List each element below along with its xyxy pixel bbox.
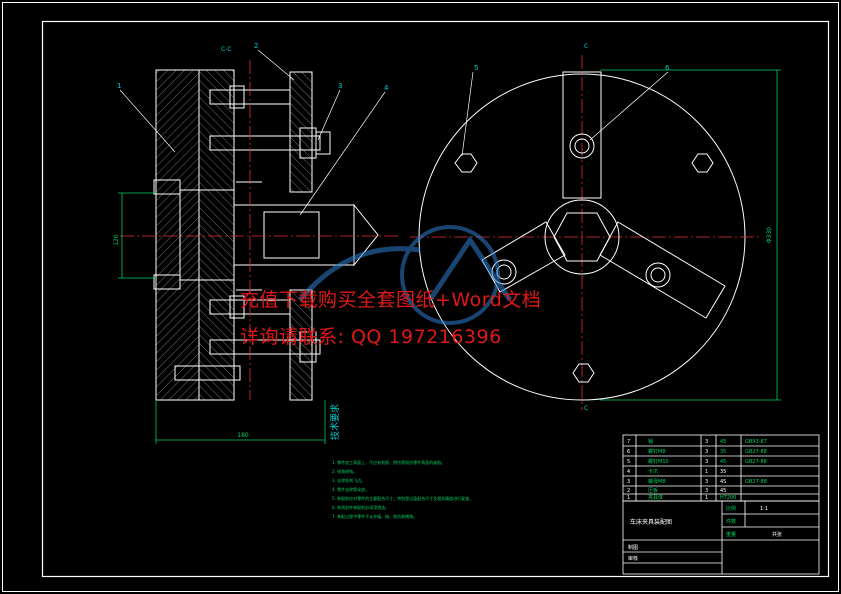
callout-2: 2 <box>254 42 258 50</box>
bom-no: 2 <box>627 488 630 494</box>
tech-item: 5. 装配前应对零件的主要配合尺寸，特别是过盈配合尺寸及相关精度进行复查。 <box>332 495 473 501</box>
sheet-label: 共张 <box>772 531 782 538</box>
qty-label: 件数 <box>726 518 736 525</box>
bom-name: 卡爪 <box>648 468 658 475</box>
bom-material: 45 <box>720 479 726 485</box>
bom-no: 4 <box>627 469 630 475</box>
bom-qty: 3 <box>705 439 708 445</box>
callout-6: 6 <box>665 64 670 72</box>
bom-no: 3 <box>627 479 630 485</box>
bom-name: 螺母M8 <box>648 478 666 485</box>
inner-frame <box>41 20 830 578</box>
scale-label: 比例 <box>726 505 736 512</box>
dim-height: 120 <box>113 234 120 246</box>
material-label: 重量 <box>726 531 736 538</box>
designer-label: 制图 <box>628 544 638 551</box>
cut-mark-bottom: C <box>584 405 588 412</box>
tech-item: 7. 装配过程中零件不允许磕、碰、划伤和锈蚀。 <box>332 513 417 519</box>
bom-no: 6 <box>627 449 630 455</box>
bom-no: 1 <box>627 495 630 501</box>
dim-diameter: Φ330 <box>766 227 773 243</box>
bom-material: 45 <box>720 488 726 494</box>
dim-width: 180 <box>237 432 249 439</box>
clamp-plate-bottom <box>289 289 313 401</box>
tech-title: 技术要求 <box>329 404 341 440</box>
callout-4: 4 <box>384 84 389 92</box>
bom-no: 5 <box>627 459 630 465</box>
logo-watermark <box>298 225 513 325</box>
bom-rows: 7 销 3 45 GB93-87 6 螺钉M8 3 35 GB27-88 5 螺… <box>627 438 767 501</box>
bom-material: 45 <box>720 459 726 465</box>
tech-item: 6. 各密封件装配前必须浸透油。 <box>332 504 389 510</box>
watermark-line1: 充值下载购买全套图纸+Word文档 <box>240 289 542 311</box>
bom-std: GB27-88 <box>745 449 767 455</box>
bom-name: 销 <box>648 438 653 445</box>
callout-1: 1 <box>117 82 121 90</box>
bom-material: 45 <box>720 439 726 445</box>
tech-item: 1. 零件加工表面上，不应有划痕、擦伤等损伤零件表面的缺陷。 <box>332 459 445 465</box>
checker-label: 审核 <box>628 555 638 562</box>
bom-table <box>622 434 820 575</box>
bom-std: GB93-87 <box>745 439 767 445</box>
callout-5: 5 <box>474 64 478 72</box>
tech-item: 4. 零件去除氧化皮。 <box>332 486 369 492</box>
clamp-body <box>198 69 235 401</box>
bom-no: 7 <box>627 439 630 445</box>
bom-name: 夹具体 <box>648 494 663 501</box>
tech-item: 2. 锐角倒钝。 <box>332 468 357 474</box>
bom-std: GB27-88 <box>745 459 767 465</box>
bom-name: 压板 <box>648 487 658 494</box>
bom-qty: 3 <box>705 449 708 455</box>
bom-std: GB27-88 <box>745 479 767 485</box>
title-block: 车床夹具装配图 比例 1:1 件数 重量 共张 制图 审核 <box>628 505 782 562</box>
tech-requirements: 技术要求 1. 零件加工表面上，不应有划痕、擦伤等损伤零件表面的缺陷。 2. 锐… <box>329 404 473 519</box>
watermark-line2: 详询请联系: QQ 197216396 <box>240 326 502 348</box>
section-view: 120 180 C-C 1 2 3 4 <box>113 42 400 444</box>
bom-qty: 3 <box>705 459 708 465</box>
bom-material: HT200 <box>720 495 736 501</box>
section-mark: C-C <box>221 46 232 53</box>
bom-qty: 1 <box>705 495 708 501</box>
front-view: C C Φ330 5 6 <box>410 43 781 412</box>
callout-3: 3 <box>338 82 342 90</box>
cut-mark-top: C <box>584 43 588 50</box>
bom-material: 35 <box>720 449 726 455</box>
bom-name: 螺钉M8 <box>648 448 666 455</box>
bom-qty: 1 <box>705 469 708 475</box>
base-plate <box>155 69 200 401</box>
bom-qty: 3 <box>705 479 708 485</box>
scale-value: 1:1 <box>760 506 768 512</box>
bom-name: 螺钉M10 <box>648 458 669 465</box>
bom-material: 35 <box>720 469 726 475</box>
bom-qty: 3 <box>705 488 708 494</box>
drawing-name: 车床夹具装配图 <box>630 518 672 526</box>
tech-item: 3. 去除毛刺飞边。 <box>332 477 365 483</box>
clamp-plate-top <box>289 71 313 193</box>
